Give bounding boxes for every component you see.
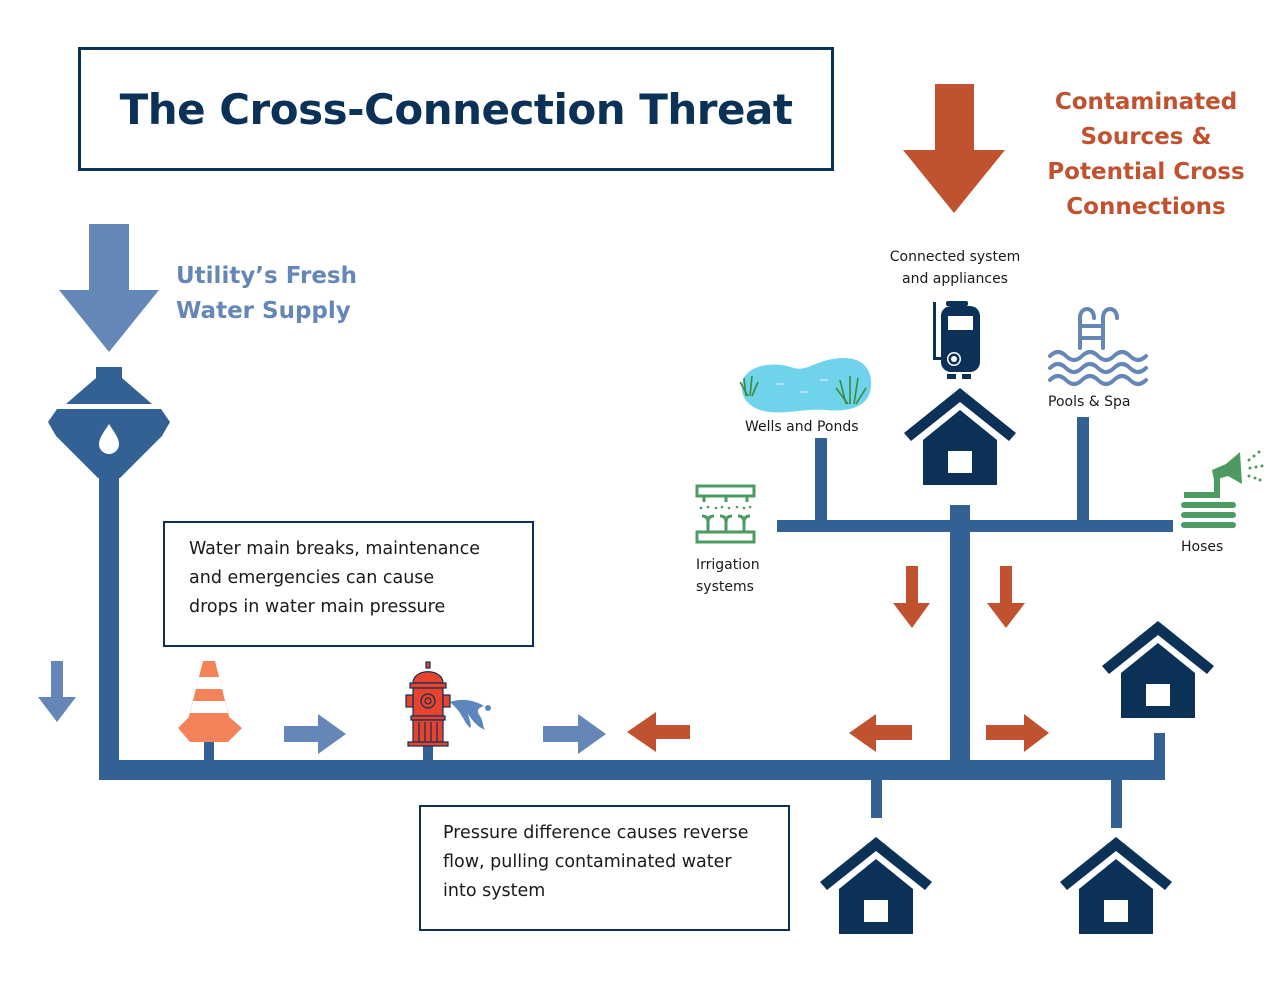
contaminated-heading-line-2: Sources & [1080, 124, 1212, 150]
pressure-drop-note-line-2: and emergencies can cause [189, 568, 435, 588]
fresh-flow-arrow-right-1 [284, 714, 346, 754]
irrigation-label-line-2: systems [696, 579, 754, 595]
contaminated-heading-line-4: Connections [1066, 194, 1226, 220]
irrigation-icon [695, 484, 756, 544]
page-title: The Cross-Connection Threat [119, 84, 793, 134]
pool-ladder-icon [1048, 307, 1148, 386]
backflow-arrow-left-2 [849, 714, 912, 752]
pipe-network [99, 417, 1173, 828]
contaminated-sources-heading: Contaminated Sources & Potential Cross C… [1040, 85, 1252, 225]
fresh-flow-arrow-right-2 [543, 714, 606, 754]
fresh-supply-heading: Utility’s Fresh Water Supply [176, 259, 357, 329]
pressure-drop-note-line-1: Water main breaks, maintenance [189, 539, 481, 559]
house-bottom-2-icon [1060, 837, 1172, 934]
title-box: The Cross-Connection Threat [78, 47, 834, 171]
fire-hydrant-icon [405, 661, 491, 747]
irrigation-drops [699, 505, 752, 510]
reverse-flow-note-line-1: Pressure difference causes reverse [443, 823, 749, 843]
house-right-icon [1102, 621, 1214, 718]
contaminated-heading-line-1: Contaminated [1054, 89, 1238, 115]
backflow-arrow-down-2 [987, 566, 1025, 628]
backflow-arrow-down-1 [893, 566, 930, 628]
irrigation-label-line-1: Irrigation [696, 557, 760, 573]
reverse-flow-note: Pressure difference causes reverse flow,… [419, 805, 790, 931]
fresh-supply-heading-line-2: Water Supply [176, 298, 351, 324]
water-meter-icon [48, 367, 170, 478]
pressure-drop-note-line-3: drops in water main pressure [189, 597, 446, 617]
house-bottom-1-icon [820, 837, 932, 934]
fresh-supply-heading-line-1: Utility’s Fresh [176, 263, 357, 289]
reverse-flow-note-line-3: into system [443, 881, 546, 901]
pipe-main-horizontal [99, 760, 1165, 780]
backflow-arrow-right [986, 714, 1049, 752]
hose-icon [1181, 450, 1264, 528]
connected-system-label: Connected system and appliances [870, 246, 1040, 290]
connected-label-line-2: and appliances [902, 271, 1008, 287]
pipe-bottom-house-1-stub [871, 778, 882, 818]
pipe-bottom-house-2-stub [1111, 778, 1122, 828]
reverse-flow-note-line-2: flow, pulling contaminated water [443, 852, 732, 872]
pipe-central-riser [950, 505, 970, 763]
backflow-arrow-left-1 [627, 712, 690, 752]
pipe-wells-stub [815, 438, 827, 523]
water-heater-icon [933, 301, 980, 379]
contaminated-source-arrow [903, 84, 1005, 213]
pipe-supply-vertical [99, 470, 119, 780]
traffic-cone-icon [178, 661, 242, 742]
pipe-pools-stub [1077, 417, 1089, 523]
houses [820, 388, 1214, 934]
pipe-cone-stub [204, 740, 214, 762]
pipe-hydrant-stub [423, 740, 433, 762]
pond-icon [739, 358, 872, 413]
pipe-upper-manifold [777, 520, 1173, 532]
pipe-right-house-riser [1154, 733, 1165, 780]
fresh-flow-arrow-down [38, 661, 76, 722]
connected-label-line-1: Connected system [889, 249, 1021, 265]
pools-spa-label: Pools & Spa [1048, 394, 1131, 410]
wells-ponds-label: Wells and Ponds [745, 419, 859, 435]
hoses-label: Hoses [1181, 539, 1224, 555]
irrigation-label: Irrigation systems [696, 554, 760, 598]
pressure-drop-note: Water main breaks, maintenance and emerg… [163, 521, 534, 647]
contaminated-heading-line-3: Potential Cross [1047, 159, 1245, 185]
house-connected-icon [904, 388, 1016, 485]
fresh-supply-arrow [59, 224, 159, 352]
